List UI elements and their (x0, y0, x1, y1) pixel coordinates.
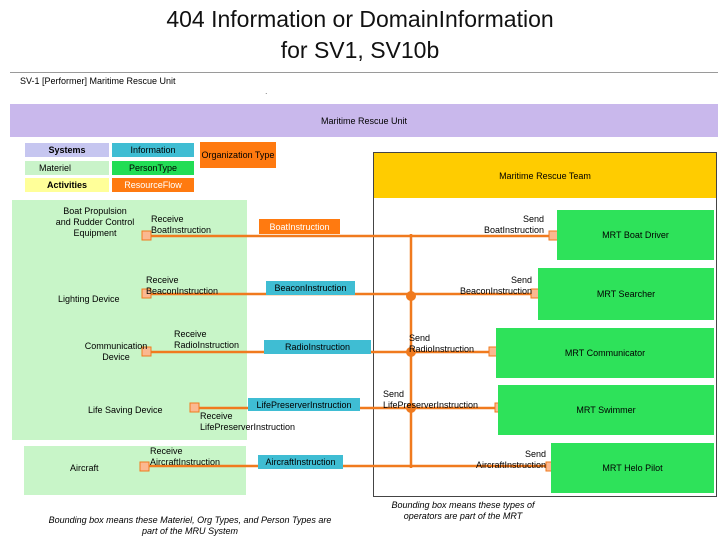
info-lifepreserver-instruction: LifePreserverInstruction (248, 398, 360, 411)
system-boat-equipment: Boat Propulsion and Rudder Control Equip… (55, 206, 135, 238)
mru-systems-region (12, 200, 247, 440)
page-title-text: 404 Information or DomainInformation for… (166, 6, 554, 63)
person-communicator-label: MRT Communicator (564, 348, 646, 358)
junction-dot-beacon (406, 291, 416, 301)
activity-receive-radio: Receive RadioInstruction (174, 329, 240, 350)
note-mrt-bounding-box: Bounding box means these types of operat… (391, 500, 535, 521)
junction-dot-radio (406, 347, 416, 357)
person-swimmer-label: MRT Swimmer (576, 405, 636, 415)
junction-dot-lifepreserver (406, 403, 416, 413)
activity-receive-lifepreserver: Receive LifePreserverInstruction (200, 411, 296, 432)
legend-person-type: PersonType (112, 161, 194, 175)
person-boat-driver-label: MRT Boat Driver (602, 230, 669, 240)
info-boat-instruction-label: BoatInstruction (269, 221, 330, 232)
info-aircraft-instruction-label: AircraftInstruction (265, 457, 336, 467)
info-lifepreserver-instruction-label: LifePreserverInstruction (256, 399, 352, 410)
maritime-rescue-unit-label: Maritime Rescue Unit (320, 115, 408, 126)
port-left-aircraft (139, 461, 150, 472)
activity-receive-boat: Receive BoatInstruction (151, 214, 212, 235)
activity-receive-aircraft: Receive AircraftInstruction (150, 446, 221, 467)
info-radio-instruction: RadioInstruction (264, 340, 371, 354)
person-helo-pilot: MRT Helo Pilot (551, 443, 714, 493)
info-beacon-instruction: BeaconInstruction (266, 281, 355, 295)
maritime-rescue-unit-bar: Maritime Rescue Unit (10, 104, 718, 137)
legend-resource-flow: ResourceFlow (112, 178, 194, 192)
person-searcher-label: MRT Searcher (596, 289, 656, 299)
info-aircraft-instruction: AircraftInstruction (258, 455, 343, 469)
activity-send-aircraft: Send AircraftInstruction (475, 449, 546, 470)
person-helo-pilot-label: MRT Helo Pilot (602, 463, 663, 473)
activity-send-boat: Send BoatInstruction (483, 214, 544, 235)
info-beacon-instruction-label: BeaconInstruction (274, 283, 347, 293)
system-life-saving-device: Life Saving Device (88, 405, 163, 415)
system-communication-device: Communication Device (84, 341, 148, 362)
activity-send-beacon: Send BeaconInstruction (459, 275, 532, 296)
note-mru-bounding-box: Bounding box means these Materiel, Org T… (48, 515, 332, 536)
legend-materiel: Materiel (25, 161, 109, 175)
activity-receive-beacon: Receive BeaconInstruction (146, 275, 219, 296)
info-boat-instruction: BoatInstruction (259, 219, 340, 234)
diagram-subtitle: SV-1 [Performer] Maritime Rescue Unit (20, 76, 176, 86)
person-searcher: MRT Searcher (538, 268, 714, 320)
stray-mark: . (265, 86, 268, 96)
legend-systems: Systems (25, 143, 109, 157)
info-radio-instruction-label: RadioInstruction (284, 342, 351, 352)
title-divider (10, 72, 718, 73)
port-left-boat (141, 230, 152, 241)
system-aircraft: Aircraft (70, 463, 99, 473)
legend-information: Information (112, 143, 194, 157)
maritime-rescue-team-header: Maritime Rescue Team (374, 153, 716, 198)
activity-send-radio: Send RadioInstruction (409, 333, 475, 354)
maritime-rescue-team-boundary (373, 152, 717, 497)
port-left-radio (141, 346, 152, 357)
maritime-rescue-team-label: Maritime Rescue Team (499, 170, 591, 181)
legend-organization-type: Organization Type (200, 142, 276, 168)
system-lighting-device: Lighting Device (58, 294, 120, 304)
person-boat-driver: MRT Boat Driver (557, 210, 714, 260)
activity-send-lifepreserver: Send LifePreserverInstruction (383, 389, 479, 410)
person-swimmer: MRT Swimmer (498, 385, 714, 435)
port-left-lifepreserver (189, 402, 200, 413)
page-title: 404 Information or DomainInformation for… (0, 4, 720, 66)
person-communicator: MRT Communicator (496, 328, 714, 378)
legend-activities: Activities (25, 178, 109, 192)
aircraft-region (24, 446, 246, 495)
port-left-beacon (141, 288, 152, 299)
